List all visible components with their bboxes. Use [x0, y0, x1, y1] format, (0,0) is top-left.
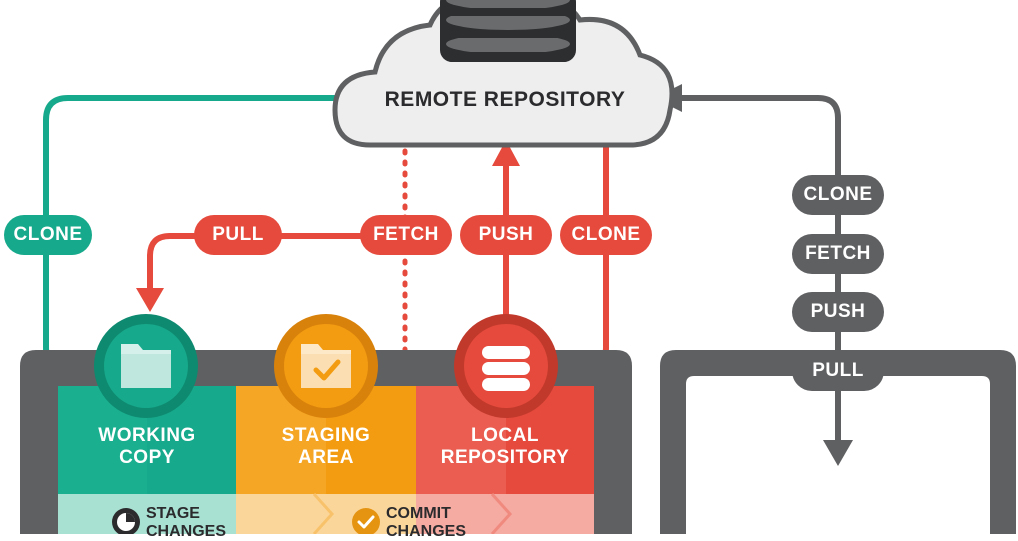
gray-bottom-arrowhead [823, 440, 853, 466]
stage-changes-step: STAGE CHANGES [146, 505, 226, 541]
right-clone-pill: CLONE [792, 175, 884, 215]
chevron-1 [312, 492, 335, 534]
working-copy-label-line2: COPY [119, 447, 175, 468]
commit-changes-line2: CHANGES [386, 523, 467, 540]
staging-area-label-line2: AREA [298, 447, 354, 468]
pull-pill: PULL [194, 215, 282, 255]
stage-changes-icon [112, 508, 140, 534]
local-repository-label: LOCAL REPOSITORY [416, 425, 594, 469]
folder-check-icon [301, 344, 351, 388]
remote-repository-label: REMOTE REPOSITORY [384, 88, 626, 111]
local-repository-strip [416, 494, 594, 534]
remote-machine-frame [660, 350, 1016, 534]
chevron-2 [490, 492, 513, 534]
stage-changes-line1: STAGE [146, 505, 200, 522]
local-repository-label-line1: LOCAL [471, 425, 539, 446]
folder-icon [121, 344, 171, 388]
push-arrowhead [492, 140, 520, 166]
working-copy-strip [58, 494, 236, 534]
database-icon [482, 346, 530, 391]
right-pull-pill: PULL [792, 351, 884, 391]
working-copy-label: WORKING COPY [58, 425, 236, 469]
clone-right-pill: CLONE [560, 215, 652, 255]
pull-path [147, 233, 362, 292]
fetch-pill: FETCH [360, 215, 452, 255]
server-database-icon [440, 0, 576, 62]
commit-changes-step: COMMIT CHANGES [386, 505, 466, 541]
right-push-pill: PUSH [792, 292, 884, 332]
staging-area-strip [236, 494, 416, 534]
stage-changes-line2: CHANGES [146, 523, 227, 540]
staging-area-label-line1: STAGING [281, 425, 371, 446]
local-repository-label-line2: REPOSITORY [440, 447, 570, 468]
commit-changes-line1: COMMIT [386, 505, 451, 522]
push-pill: PUSH [460, 215, 552, 255]
right-fetch-pill: FETCH [792, 234, 884, 274]
gray-path [680, 95, 841, 440]
staging-area-label: STAGING AREA [236, 425, 416, 469]
commit-changes-icon [352, 508, 380, 534]
remote-repository-cloud [332, 0, 675, 148]
clone-left-pill: CLONE [4, 215, 92, 255]
working-copy-label-line1: WORKING [98, 425, 196, 446]
pull-arrowhead [136, 288, 164, 312]
